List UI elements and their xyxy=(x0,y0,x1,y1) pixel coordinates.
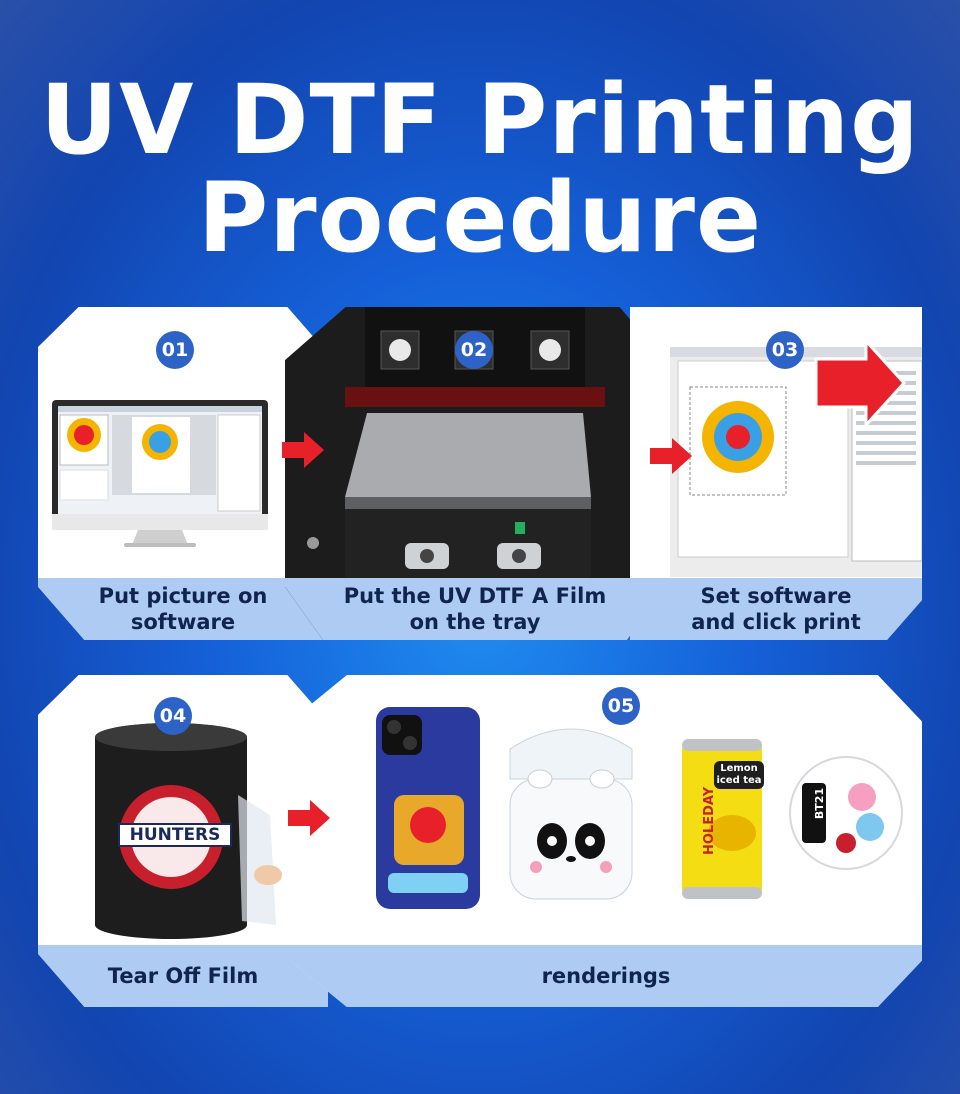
step-badge-01: 01 xyxy=(156,331,194,369)
page-title-line2: Procedure xyxy=(197,162,763,274)
can-flavor-line1: Lemon xyxy=(720,763,758,774)
step-caption-04: Tear Off Film xyxy=(38,945,328,1007)
arrow-right-icon xyxy=(288,800,330,836)
round-badge-illustration xyxy=(789,756,903,870)
step-label-02a: Put the UV DTF A Film xyxy=(343,584,607,608)
monitor-illustration xyxy=(52,400,268,547)
step-badge-05: 05 xyxy=(602,687,640,725)
step-badge-03: 03 xyxy=(766,331,804,369)
step-label-03a: Set software xyxy=(700,584,852,608)
phone-case-illustration xyxy=(376,707,480,909)
step-badge-04: 04 xyxy=(154,697,192,735)
arrow-right-icon xyxy=(650,438,692,474)
step-label-05: renderings xyxy=(541,964,671,988)
software-illustration xyxy=(670,337,922,577)
step-caption-05: renderings xyxy=(290,945,922,1007)
badge-text: BT21 xyxy=(813,787,827,820)
step-label-04: Tear Off Film xyxy=(107,964,259,988)
step-badge-02: 02 xyxy=(455,331,493,369)
step-panel-04: 04 HUNTERS Tear Off Film xyxy=(38,675,328,1007)
step-label-01a: Put picture on xyxy=(98,584,268,608)
step-label-03b: and click print xyxy=(691,610,861,634)
drink-can-illustration xyxy=(682,739,762,899)
tin-label: HUNTERS xyxy=(118,823,232,847)
can-flavor-line2: iced tea xyxy=(716,775,762,786)
earbuds-case-illustration xyxy=(509,728,633,900)
page-title-line1: UV DTF Printing xyxy=(40,64,920,176)
step-label-01b: software xyxy=(130,610,236,634)
step-label-02b: on the tray xyxy=(409,610,541,634)
tin-can-illustration xyxy=(95,723,282,939)
can-brand-text: HOLEDAY xyxy=(702,786,717,855)
arrow-right-icon xyxy=(282,432,324,468)
